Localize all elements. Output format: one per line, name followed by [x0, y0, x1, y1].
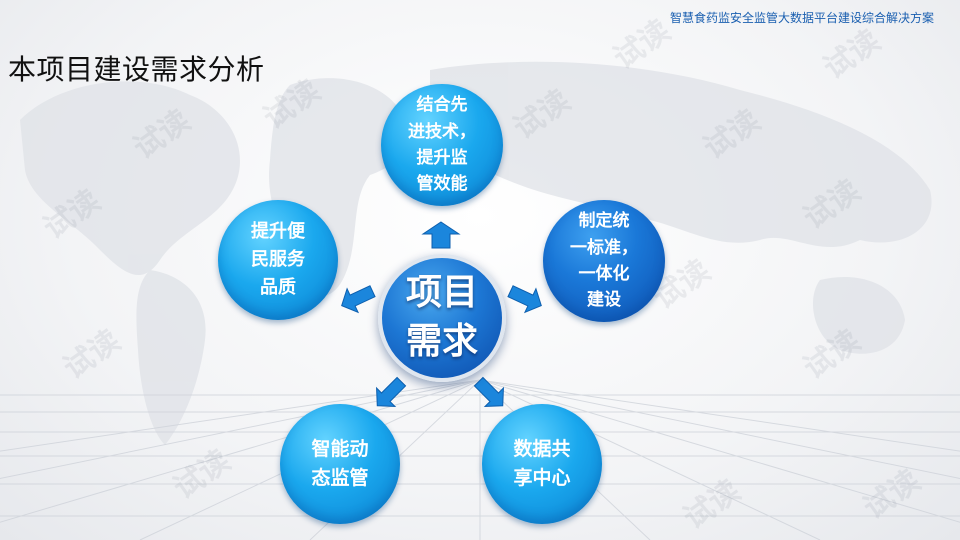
arrow-left-icon: [341, 285, 376, 314]
node-top-label: 结合先 进技术， 提升监 管效能: [408, 95, 476, 195]
node-left: 提升便 民服务 品质: [218, 200, 338, 320]
node-bottom-right: 数据共 享中心: [482, 404, 602, 524]
node-left-label: 提升便 民服务 品质: [251, 221, 305, 298]
page-title: 本项目建设需求分析: [8, 53, 265, 86]
center-node-label: 项目 需求: [405, 272, 478, 362]
node-right: 制定统 一标准， 一体化 建设: [543, 200, 665, 322]
node-top: 结合先 进技术， 提升监 管效能: [381, 84, 503, 206]
arrow-right-icon: [507, 285, 542, 314]
node-bottom-left: 智能动 态监管: [280, 404, 400, 524]
center-node: 项目 需求: [378, 254, 506, 382]
node-right-label: 制定统 一标准， 一体化 建设: [570, 211, 638, 311]
arrow-up-icon: [421, 221, 461, 249]
arrow-down-left-icon: [376, 376, 407, 407]
document-title: 智慧食药监安全监管大数据平台建设综合解决方案: [669, 11, 934, 25]
arrow-down-right-icon: [473, 376, 504, 407]
node-bottom-right-label: 数据共 享中心: [513, 437, 571, 489]
node-bottom-left-label: 智能动 态监管: [311, 437, 369, 489]
